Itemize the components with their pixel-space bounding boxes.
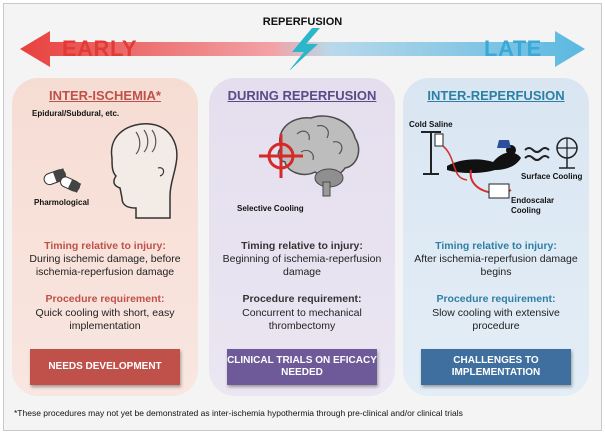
cold-saline-label: Cold Saline (409, 120, 453, 129)
epidural-label: Epidural/Subdural, etc. (32, 109, 120, 118)
status-box: NEEDS DEVELOPMENT (30, 349, 180, 385)
panel-title: DURING REPERFUSION (227, 88, 377, 103)
panel-inter-reperfusion: INTER-REPERFUSION Cold Saline Surface Co… (403, 78, 589, 396)
panel-inter-ischemia: INTER-ISCHEMIA* Epidural/Subdural, etc. … (12, 78, 198, 396)
reperfusion-label: REPERFUSION (262, 16, 343, 28)
panel-title: INTER-REPERFUSION (427, 88, 565, 103)
timing-heading: Timing relative to injury: (435, 240, 557, 252)
timing-heading: Timing relative to injury: (44, 240, 166, 252)
panel-during-reperfusion: DURING REPERFUSION Selective Cooling Tim… (209, 78, 395, 396)
lightning-bolt-icon (289, 28, 320, 70)
status-box: CHALLENGES TO IMPLEMENTATION (421, 349, 571, 385)
procedure-text: Concurrent to mechanical thrombectomy (242, 307, 362, 332)
procedure-heading: Procedure requirement: (45, 293, 165, 305)
procedure-heading: Procedure requirement: (436, 293, 556, 305)
procedure-text: Quick cooling with short, easy implement… (35, 307, 175, 332)
brain-icon (277, 115, 360, 197)
procedure-heading: Procedure requirement: (242, 293, 362, 305)
timing-text: During ischemic damage, before ischemia-… (29, 253, 181, 278)
pharmological-label: Pharmological (34, 198, 90, 207)
selective-cooling-label: Selective Cooling (237, 204, 304, 213)
target-crosshair-icon (259, 134, 303, 178)
timing-heading: Timing relative to injury: (241, 240, 363, 252)
head-icon (110, 123, 178, 219)
endoscalar-cooling-label: Endoscalar Cooling (511, 196, 555, 215)
procedure-text: Slow cooling with extensive procedure (432, 307, 560, 332)
timing-text: Beginning of ischemia-reperfusion damage (222, 253, 382, 278)
late-label: LATE (484, 36, 542, 61)
status-box: CLINICAL TRIALS ON EFICACY NEEDED (227, 349, 377, 385)
timing-text: After ischemia-reperfusion damage begins (414, 253, 578, 278)
footnote: *These procedures may not yet be demonst… (14, 408, 463, 418)
patient-cooling-icon (421, 131, 578, 199)
early-label: EARLY (62, 36, 138, 61)
panel-title: INTER-ISCHEMIA* (49, 88, 161, 103)
timeline-arrow (20, 28, 585, 70)
pills-icon (43, 168, 82, 193)
surface-cooling-label: Surface Cooling (521, 172, 583, 181)
